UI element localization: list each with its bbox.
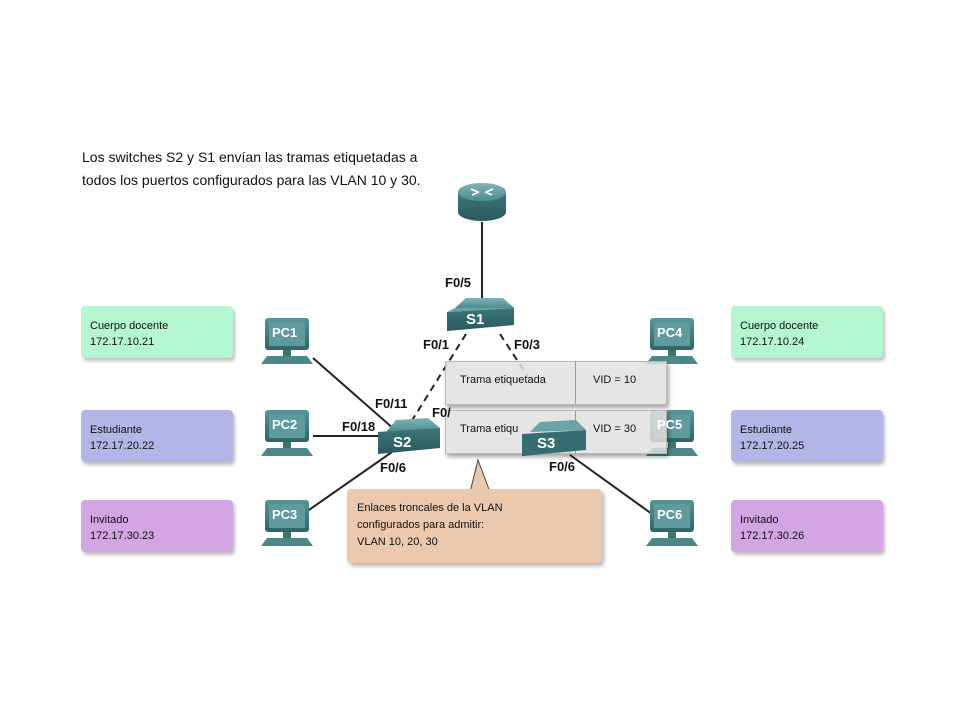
card-ip: 172.17.10.24 <box>740 336 805 348</box>
card-vlan: Estudiante <box>740 424 792 436</box>
switch-s1-label: S1 <box>466 311 485 328</box>
pc2-label: PC2 <box>272 417 298 432</box>
callout-line-1: Enlaces troncales de la VLAN <box>357 502 503 514</box>
card-vlan: Cuerpo docente <box>740 320 819 332</box>
port-s2-trunk: F0/ <box>432 405 451 420</box>
pc6-icon <box>646 500 698 546</box>
card-left-guest: Invitado 172.17.30.23 <box>81 500 233 552</box>
frame-label: Trama etiqu <box>460 423 519 435</box>
pc3-icon <box>261 500 313 546</box>
card-vlan: Invitado <box>740 514 779 526</box>
pc2-icon <box>261 410 313 456</box>
frame-row-1: Trama etiquetada VID = 10 <box>445 361 667 405</box>
card-vlan: Invitado <box>90 514 129 526</box>
frame-vid: VID = 10 <box>593 374 637 386</box>
link-s1-s3 <box>499 333 531 381</box>
card-left-student: Estudiante 172.17.20.22 <box>81 410 233 462</box>
router-icon <box>458 183 506 221</box>
pc6-label: PC6 <box>657 507 683 522</box>
trunk-callout: Enlaces troncales de la VLAN configurado… <box>347 489 602 563</box>
port-s3-pc6: F0/6 <box>549 459 576 474</box>
card-right-student: Estudiante 172.17.20.25 <box>731 410 883 462</box>
pc5-label: PC5 <box>657 417 683 432</box>
frame-divider <box>575 362 576 404</box>
intro-text: Los switches S2 y S1 envían las tramas e… <box>82 149 421 188</box>
switch-s2-icon <box>378 418 440 454</box>
port-s1-left: F0/1 <box>423 337 450 352</box>
link-pc3-s2 <box>305 451 393 513</box>
frame-label: Trama etiquetada <box>460 374 546 386</box>
pc1-label: PC1 <box>272 325 298 340</box>
card-ip: 172.17.20.22 <box>90 440 155 452</box>
card-left-faculty: Cuerpo docente 172.17.10.21 <box>81 306 233 358</box>
link-s3-pc6 <box>569 454 653 515</box>
card-ip: 172.17.30.26 <box>740 530 805 542</box>
pc4-icon <box>646 318 698 364</box>
card-right-guest: Invitado 172.17.30.26 <box>731 500 883 552</box>
port-s2-pc3: F0/6 <box>380 460 407 475</box>
switch-s2-label: S2 <box>393 434 412 451</box>
card-ip: 172.17.30.23 <box>90 530 155 542</box>
card-right-faculty: Cuerpo docente 172.17.10.24 <box>731 306 883 358</box>
callout-line-2: configurados para admitir: <box>357 519 485 531</box>
switch-s3-label: S3 <box>537 435 556 452</box>
card-ip: 172.17.10.21 <box>90 336 155 348</box>
pc3-label: PC3 <box>272 507 298 522</box>
card-vlan: Cuerpo docente <box>90 320 169 332</box>
card-ip: 172.17.20.25 <box>740 440 805 452</box>
link-s1-s2 <box>405 333 467 431</box>
card-vlan: Estudiante <box>90 424 142 436</box>
pc4-label: PC4 <box>657 325 683 340</box>
frame-vid: VID = 30 <box>593 423 637 435</box>
port-s2-pc1: F0/11 <box>375 396 408 411</box>
port-s1-right: F0/3 <box>514 337 541 352</box>
port-s2-pc2: F0/18 <box>342 419 376 434</box>
link-pc1-s2 <box>312 357 396 431</box>
switch-s1-icon <box>447 298 514 331</box>
callout-line-3: VLAN 10, 20, 30 <box>357 536 438 548</box>
pc1-icon <box>261 318 313 364</box>
port-router-s1: F0/5 <box>445 275 472 290</box>
